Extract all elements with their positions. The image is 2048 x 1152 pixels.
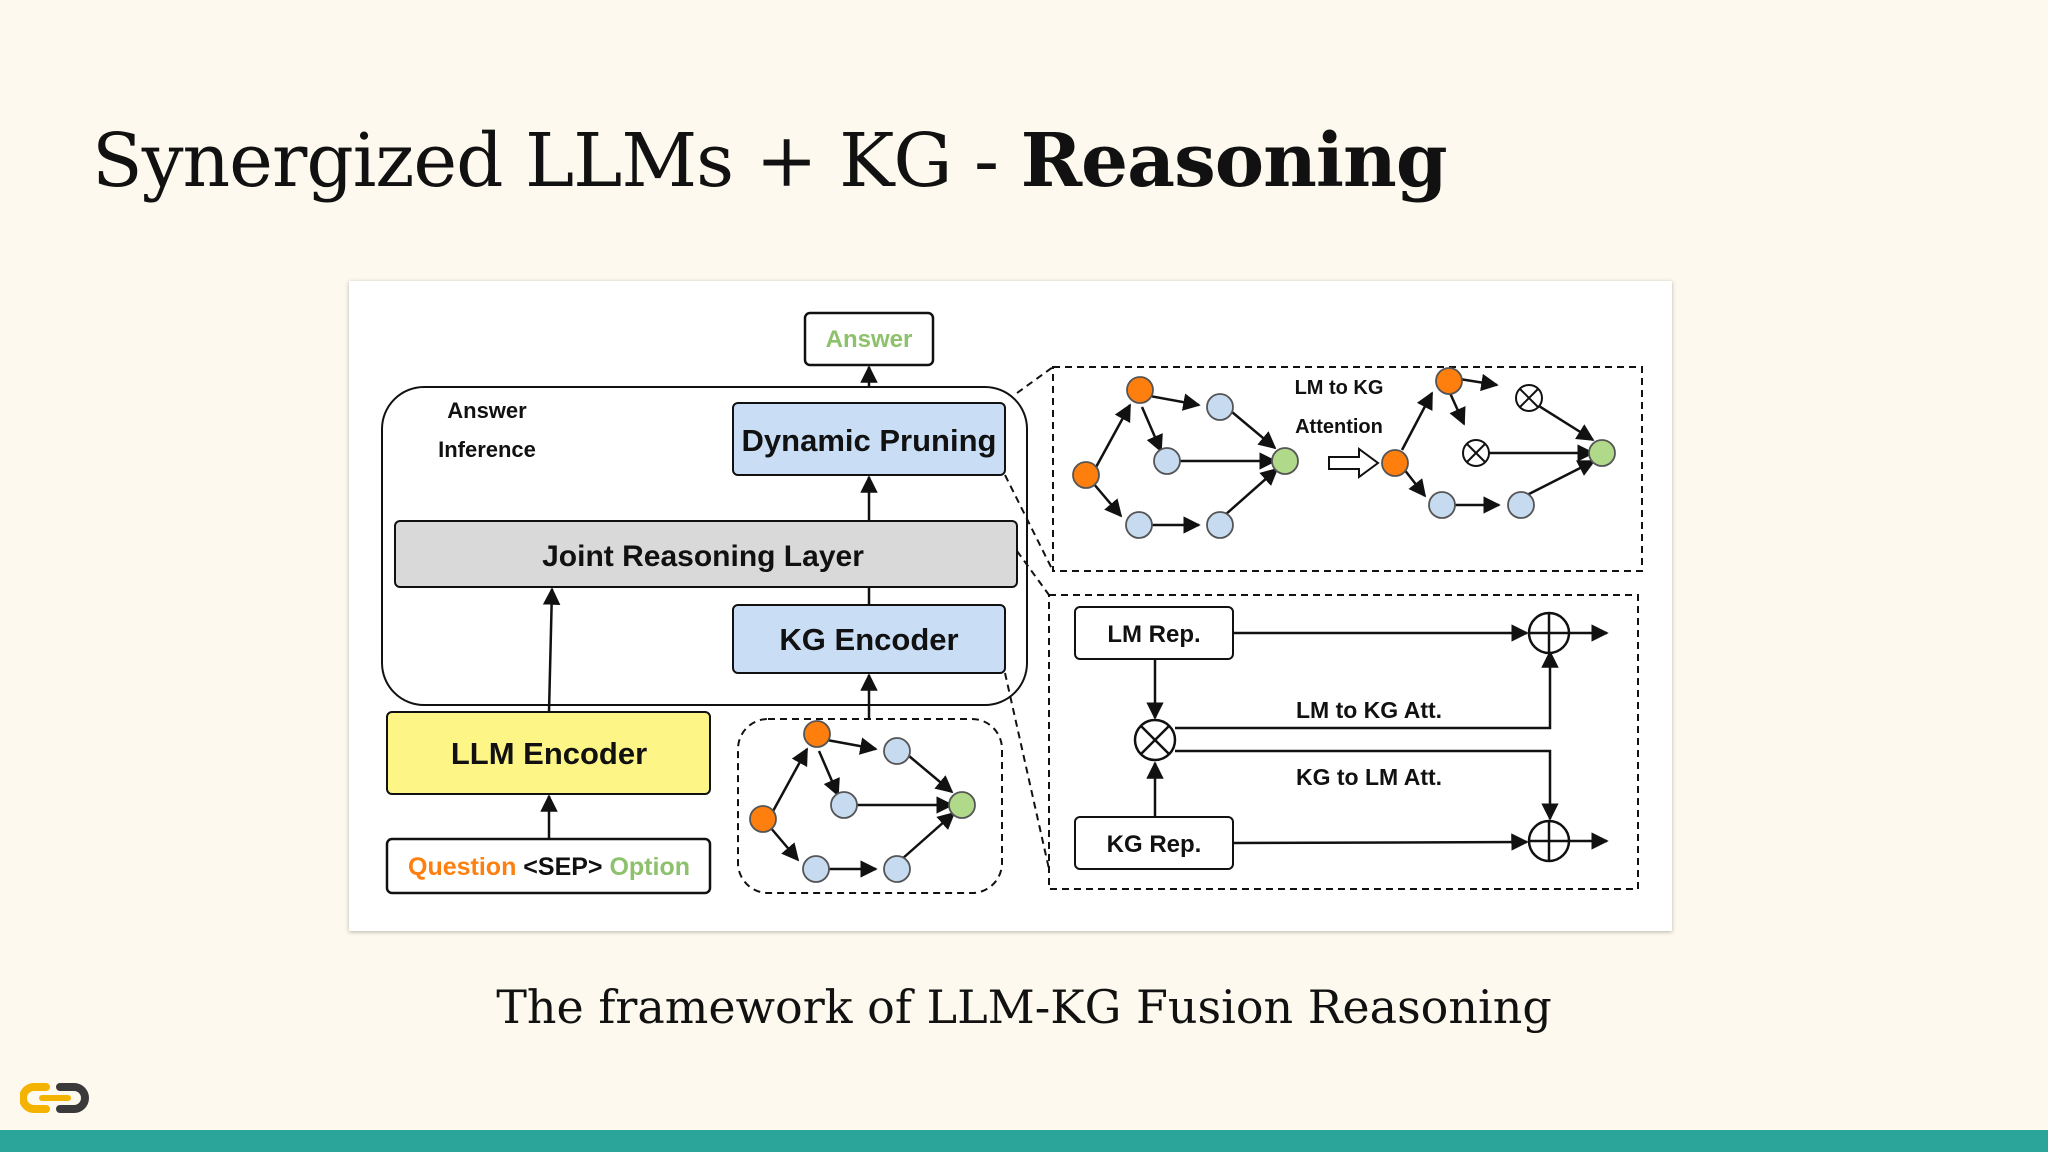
dynamic-pruning-box bbox=[732, 402, 1006, 476]
graph-node-blue bbox=[830, 791, 858, 819]
brand-logo-icon bbox=[19, 1080, 92, 1118]
add-icon bbox=[1527, 819, 1571, 863]
graph-node-blue bbox=[1507, 491, 1535, 519]
graph-node-green bbox=[1588, 439, 1616, 467]
arrow-llm-to-joint bbox=[542, 587, 561, 713]
graph-node-orange bbox=[1381, 449, 1409, 477]
figure-caption: The framework of LLM-KG Fusion Reasoning bbox=[496, 980, 1552, 1034]
joint-reasoning-box bbox=[394, 520, 1018, 588]
zoom-line bbox=[1016, 366, 1054, 394]
graph-node-green bbox=[1271, 447, 1299, 475]
slide-title-bold: Reasoning bbox=[1020, 118, 1448, 204]
joint-detail-panel bbox=[1048, 594, 1639, 890]
llm-encoder-box bbox=[386, 711, 711, 795]
graph-node-orange bbox=[803, 720, 831, 748]
llm-encoder-label: LLM Encoder bbox=[451, 736, 647, 771]
graph-node-blue bbox=[802, 855, 830, 883]
pruning-graph-after bbox=[1399, 373, 1596, 514]
graph-node-blue bbox=[1206, 393, 1234, 421]
graph-node-blue bbox=[1153, 447, 1181, 475]
kg-to-lm-att-label: KG to LM Att. bbox=[1296, 764, 1442, 790]
lm-to-kg-attention-label-2: Attention bbox=[1295, 416, 1383, 438]
graph-node-blue bbox=[1428, 491, 1456, 519]
input-sep: <SEP> bbox=[516, 853, 609, 881]
small-graph bbox=[769, 736, 956, 878]
graph-node-orange bbox=[749, 805, 777, 833]
graph-node-orange bbox=[1435, 367, 1463, 395]
kg-encoder-label: KG Encoder bbox=[779, 622, 958, 657]
pruned-node-icon bbox=[1515, 384, 1543, 412]
input-label: Question <SEP> Option bbox=[408, 853, 690, 881]
answer-label: Answer bbox=[826, 326, 913, 353]
graph-node-blue bbox=[883, 737, 911, 765]
joint-reasoning-label: Joint Reasoning Layer bbox=[542, 540, 864, 573]
pruning-graph-before-nodes bbox=[1072, 376, 1299, 539]
graph-node-orange bbox=[1072, 461, 1100, 489]
small-graph-nodes bbox=[749, 720, 976, 883]
graph-node-blue bbox=[883, 855, 911, 883]
slide-title-text: Synergized LLMs + KG - bbox=[92, 118, 1021, 204]
joint-detail-arrows bbox=[1146, 624, 1609, 851]
framework-diagram: Answer Answer Inference Dynamic Pruning … bbox=[381, 311, 1643, 895]
graph-node-blue bbox=[1125, 511, 1153, 539]
answer-box bbox=[803, 311, 935, 367]
pruning-graph-after-nodes bbox=[1381, 367, 1616, 519]
graph-node-blue bbox=[1206, 511, 1234, 539]
lm-to-kg-attention-label-1: LM to KG bbox=[1295, 377, 1384, 399]
zoom-line bbox=[1004, 474, 1054, 572]
small-graph-panel bbox=[737, 718, 1003, 894]
lm-rep-label: LM Rep. bbox=[1107, 621, 1200, 648]
zoom-line bbox=[1016, 550, 1050, 596]
input-option: Option bbox=[609, 853, 690, 881]
zoom-line bbox=[1004, 672, 1050, 870]
kg-rep-label: KG Rep. bbox=[1107, 831, 1202, 858]
input-question: Question bbox=[408, 853, 516, 881]
hollow-arrow bbox=[1328, 447, 1380, 479]
answer-inference-container bbox=[381, 386, 1028, 706]
multiply-icon bbox=[1133, 718, 1177, 762]
framework-figure: Answer Answer Inference Dynamic Pruning … bbox=[349, 281, 1672, 931]
dynamic-pruning-label: Dynamic Pruning bbox=[742, 423, 997, 458]
graph-node-orange bbox=[1126, 376, 1154, 404]
pruning-graph-before bbox=[1092, 392, 1279, 534]
footer-bar bbox=[0, 1130, 2048, 1152]
answer-inference-label-1: Answer bbox=[447, 398, 527, 423]
slide-title: Synergized LLMs + KG - Reasoning bbox=[92, 118, 1448, 204]
add-icon bbox=[1527, 611, 1571, 655]
graph-node-green bbox=[948, 791, 976, 819]
pruning-detail-panel bbox=[1052, 366, 1643, 572]
lm-to-kg-att-label: LM to KG Att. bbox=[1296, 697, 1442, 723]
pruned-node-icon bbox=[1462, 439, 1490, 467]
answer-inference-label-2: Inference bbox=[438, 437, 536, 462]
